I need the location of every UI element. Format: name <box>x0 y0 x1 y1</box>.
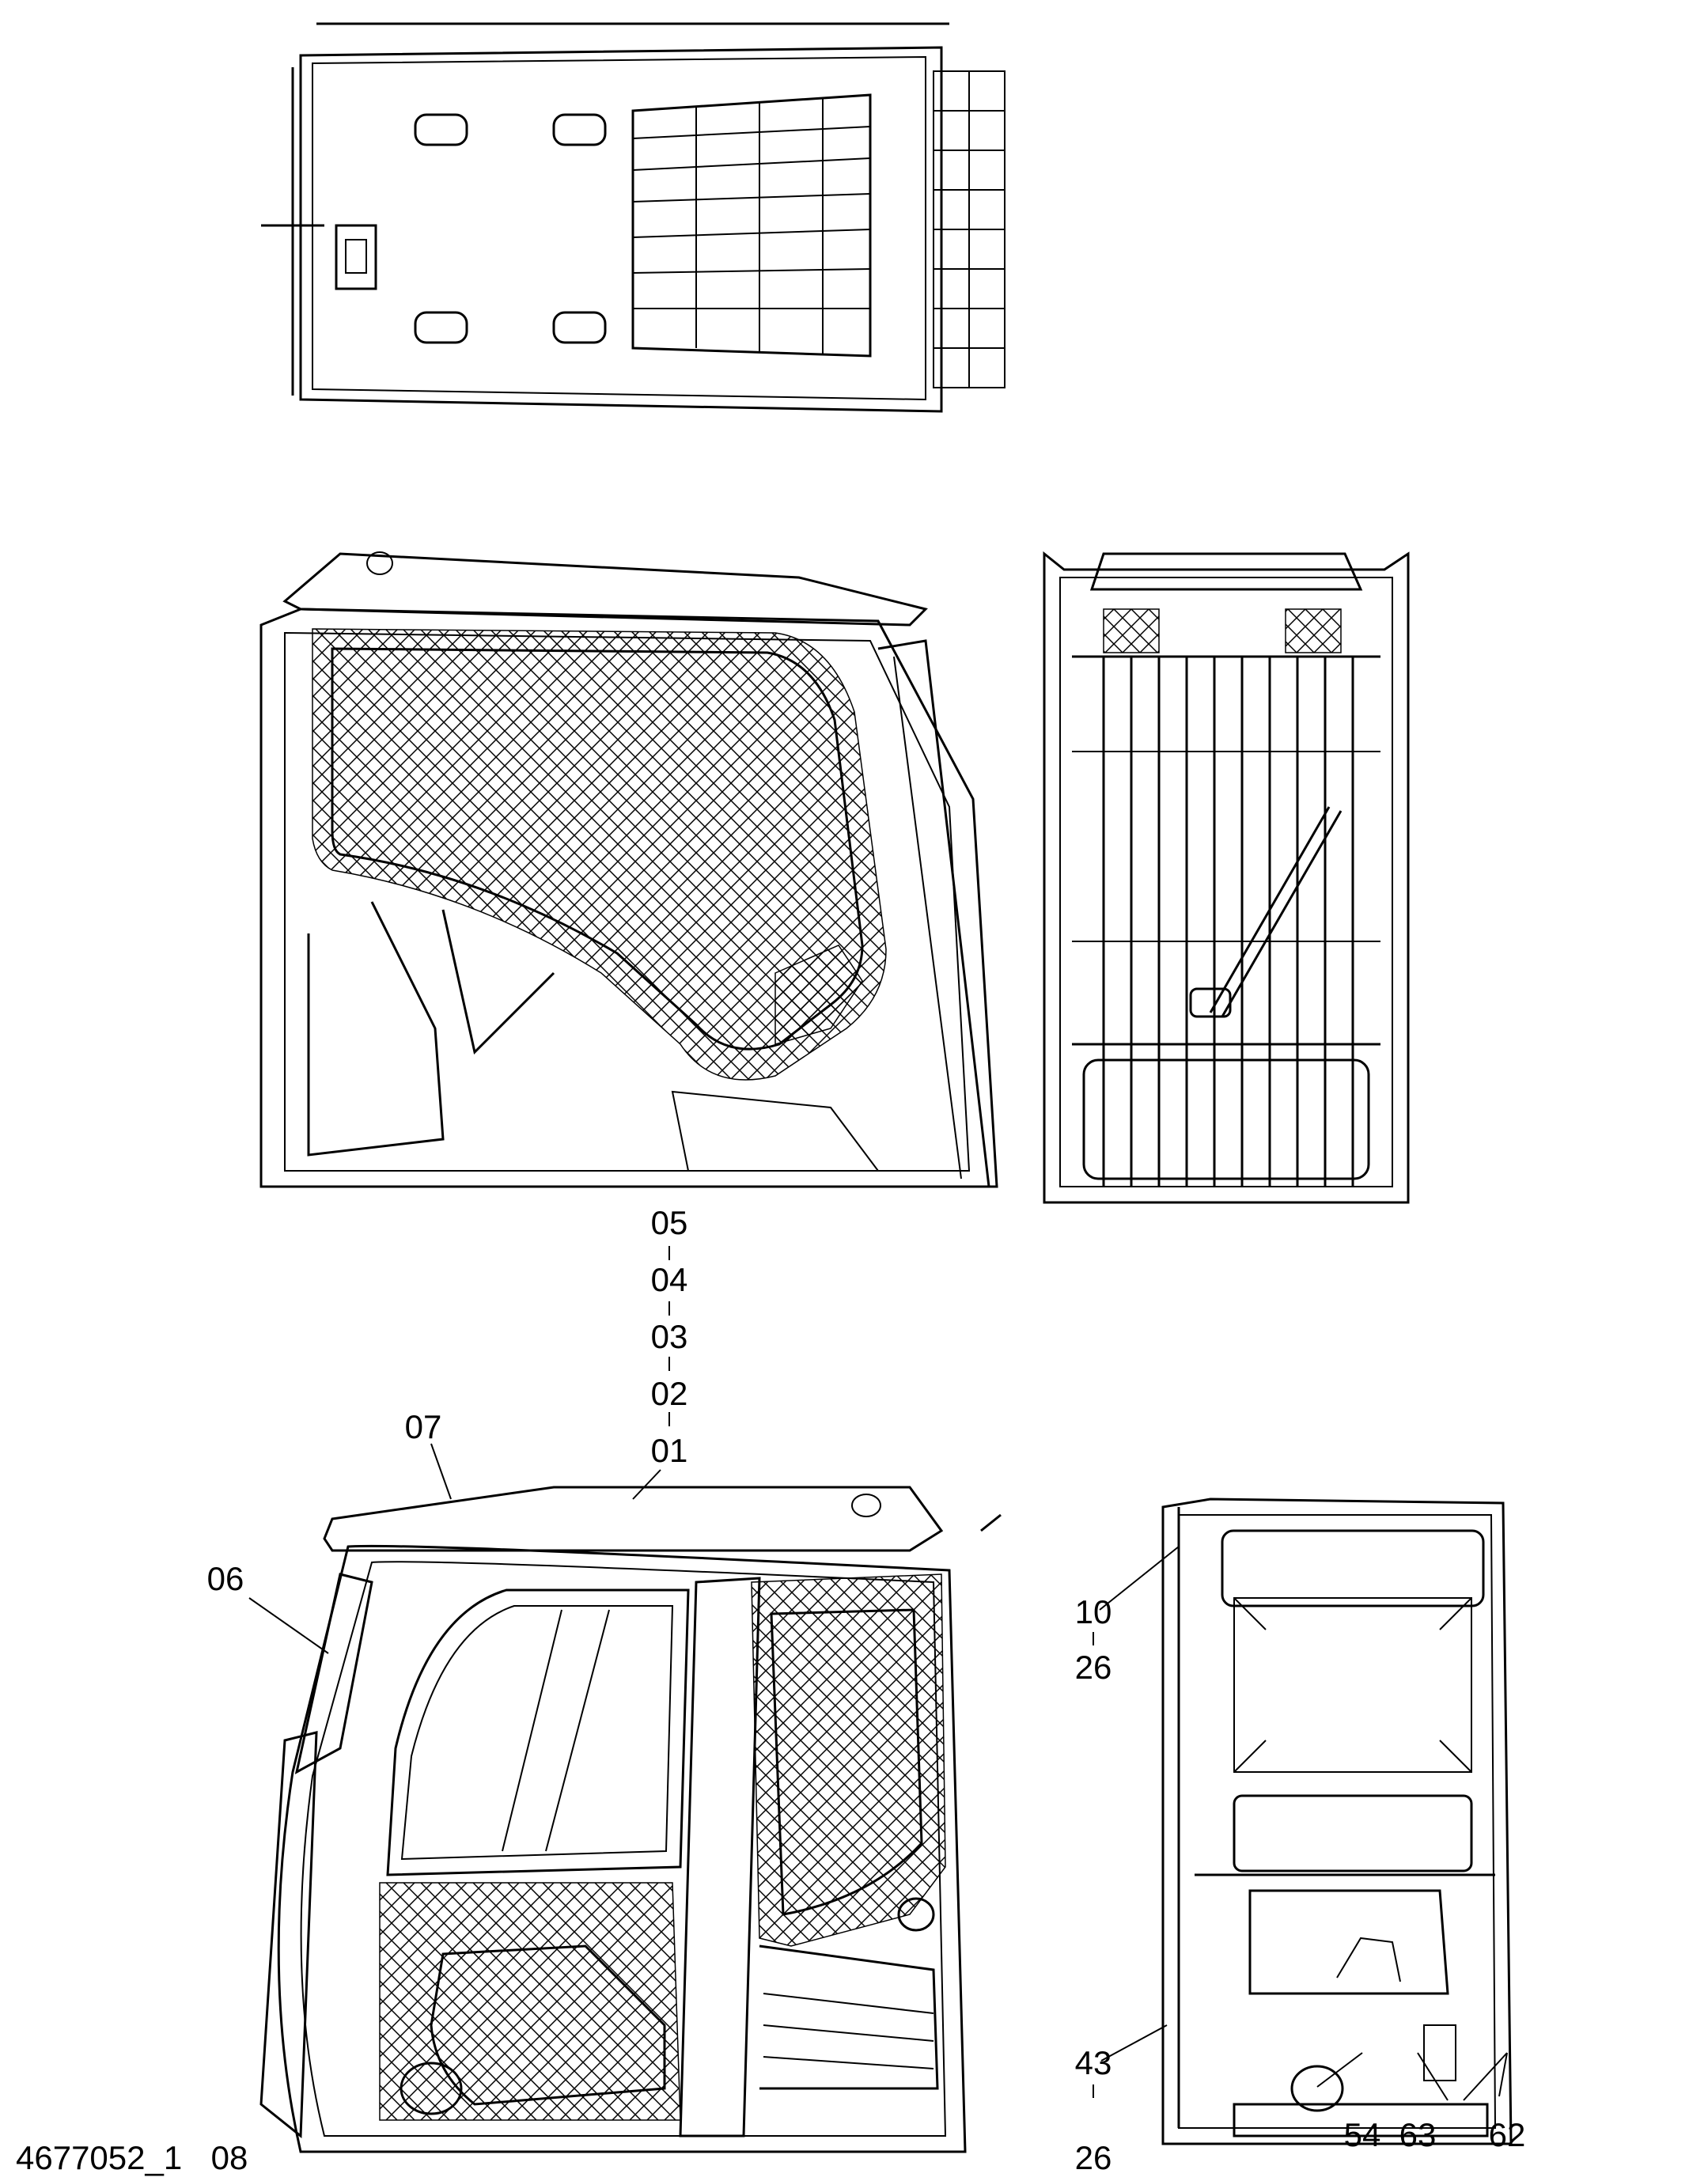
callout-04: 04 <box>651 1261 688 1298</box>
callout-labels: 05 04 03 02 01 07 06 08 4677052_1 10 26 … <box>16 1204 1525 2176</box>
cab-top-view <box>261 22 1005 413</box>
cab-rear-interior-view <box>1161 1498 1513 2145</box>
drawing-id-label: 4677052_1 <box>16 2139 182 2176</box>
callout-05: 05 <box>651 1204 688 1241</box>
callout-10: 10 <box>1075 1593 1112 1630</box>
callout-06: 06 <box>207 1560 244 1597</box>
cab-front-side-view <box>259 1486 1002 2153</box>
cab-rear-view <box>1043 551 1410 1204</box>
callout-03: 03 <box>651 1318 688 1355</box>
callout-08: 08 <box>211 2139 248 2176</box>
callout-26-upper: 26 <box>1075 1649 1112 1686</box>
callout-63: 63 <box>1399 2116 1437 2153</box>
callout-62: 62 <box>1489 2116 1526 2153</box>
cab-side-view <box>259 551 998 1188</box>
callout-54: 54 <box>1344 2116 1381 2153</box>
leader-lines <box>248 1246 1508 2101</box>
callout-43: 43 <box>1075 2044 1112 2081</box>
callout-26-lower: 26 <box>1075 2139 1112 2176</box>
callout-02: 02 <box>651 1375 688 1412</box>
callout-01: 01 <box>651 1432 688 1469</box>
callout-07: 07 <box>405 1408 442 1445</box>
